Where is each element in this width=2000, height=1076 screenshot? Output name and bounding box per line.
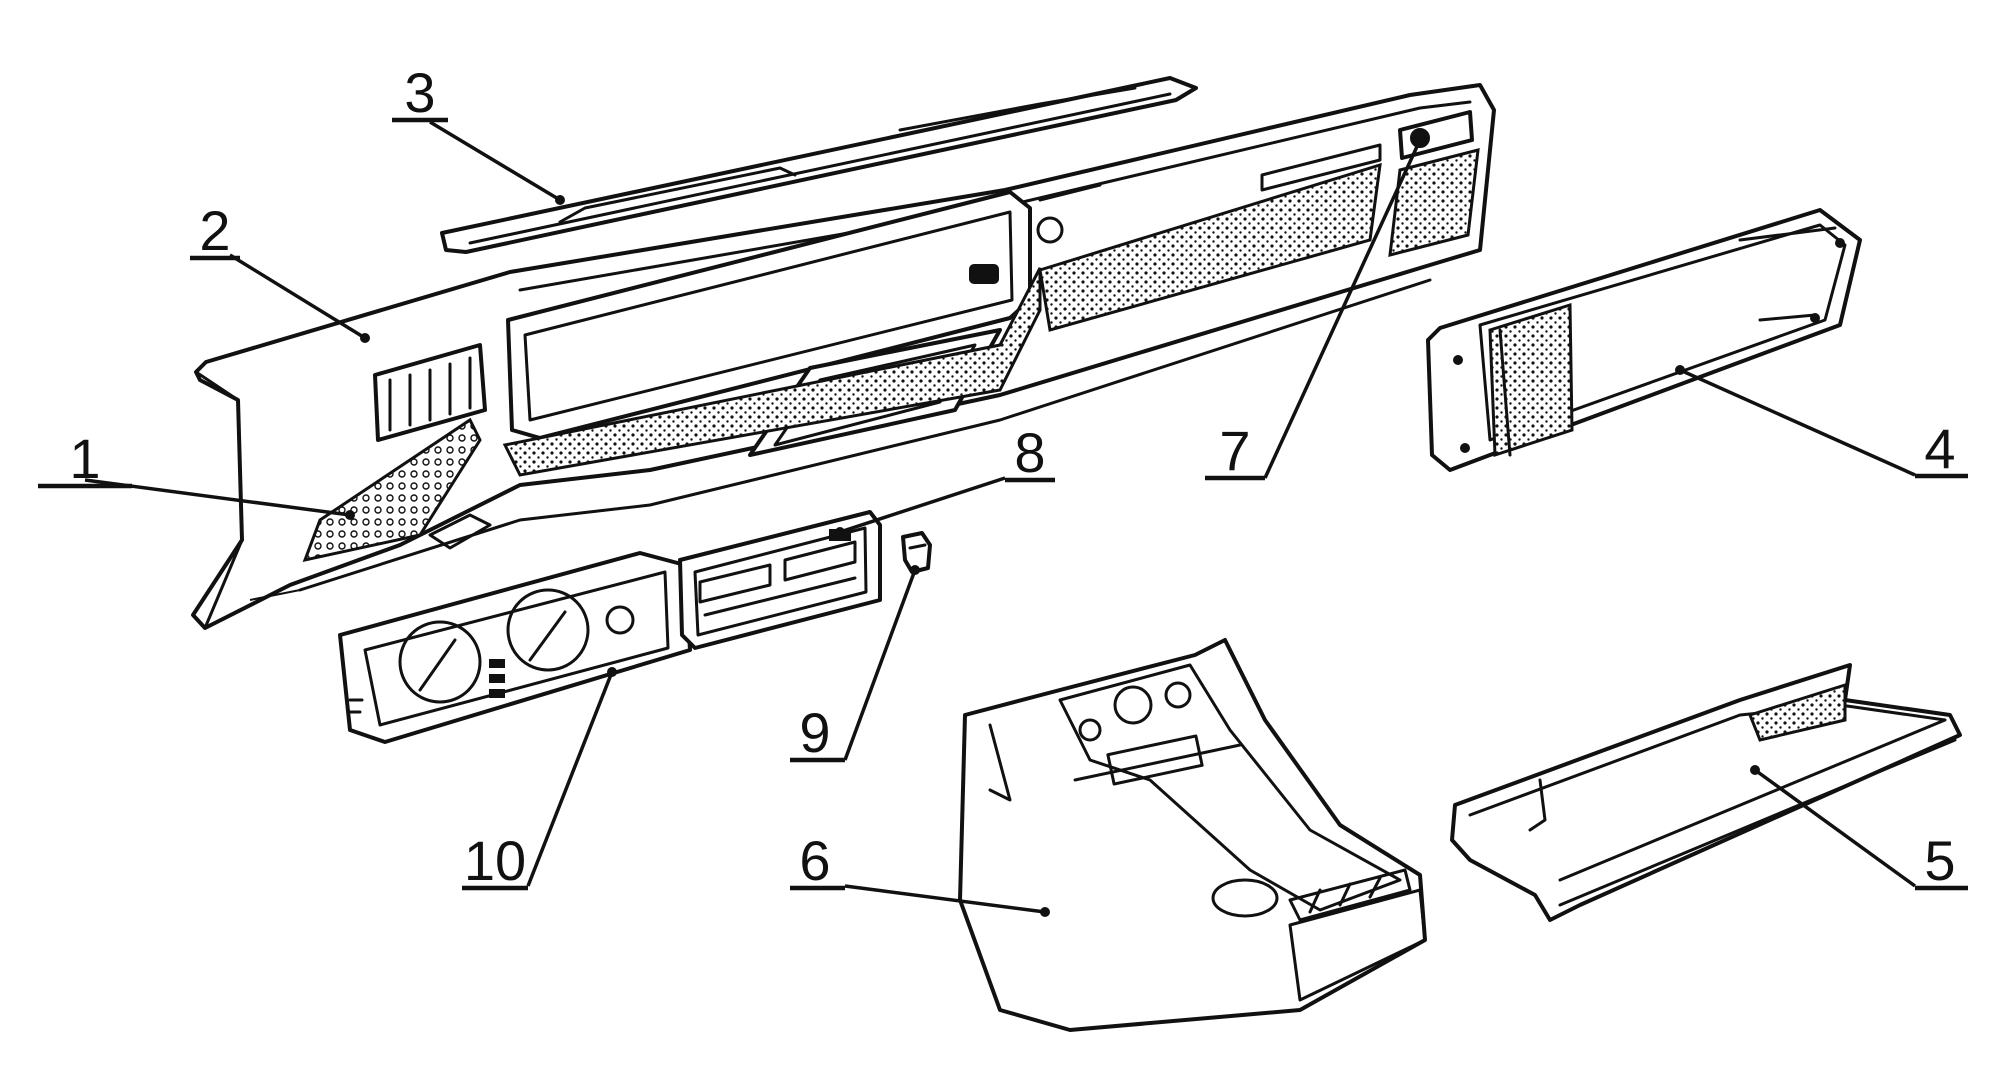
callout-number: 2 — [199, 199, 230, 262]
callout-anchor-dot — [1750, 765, 1760, 775]
part-5-shelf-tray — [1450, 663, 1962, 922]
callout-labels: 1 2 3 4 5 6 7 8 9 10 — [38, 61, 1968, 917]
part-3-top-trim — [440, 76, 1198, 254]
callout-5: 5 — [1750, 765, 1968, 892]
callout-6: 6 — [790, 829, 1050, 917]
callout-anchor-dot — [345, 510, 355, 520]
callout-anchor-dot — [555, 195, 565, 205]
callout-8: 8 — [835, 421, 1055, 537]
callout-1: 1 — [38, 427, 355, 520]
callout-3: 3 — [392, 61, 565, 205]
callout-leader-line — [1753, 768, 1917, 888]
callout-leader-line — [526, 671, 614, 887]
callout-leader-line — [1263, 139, 1422, 479]
callout-number: 1 — [69, 427, 100, 490]
part-2-dashboard-panel — [191, 83, 1496, 630]
callout-9: 9 — [790, 565, 920, 764]
callout-number: 9 — [799, 701, 830, 764]
part-4-glovebox-bin — [1426, 208, 1862, 472]
callout-anchor-dot — [360, 333, 370, 343]
callout-4: 4 — [1675, 365, 1968, 480]
callout-number: 7 — [1219, 419, 1250, 482]
callout-anchor-dot — [1415, 135, 1425, 145]
callout-number: 5 — [1924, 829, 1955, 892]
callout-leader-line — [839, 476, 1006, 534]
callout-leader-line — [1679, 368, 1916, 477]
part-6-center-console — [958, 638, 1427, 1032]
callout-anchor-dot — [607, 667, 617, 677]
part-9-switch — [901, 531, 932, 574]
callout-number: 8 — [1014, 421, 1045, 484]
callout-anchor-dot — [1675, 365, 1685, 375]
callout-anchor-dot — [835, 527, 845, 537]
callout-10: 10 — [462, 667, 617, 892]
callout-leader-line — [229, 253, 366, 340]
callout-number: 6 — [799, 829, 830, 892]
callout-leader-line — [843, 569, 917, 761]
callout-2: 2 — [190, 199, 370, 343]
callout-number: 3 — [404, 61, 435, 124]
callout-number: 4 — [1924, 417, 1955, 480]
callout-anchor-dot — [1040, 907, 1050, 917]
part-8-radio-panel — [678, 510, 882, 650]
callout-leader-line — [844, 884, 1046, 914]
callout-7: 7 — [1205, 135, 1425, 482]
part-10-instrument-cluster — [338, 551, 692, 744]
callout-leader-line — [429, 120, 561, 202]
callout-number: 10 — [464, 829, 526, 892]
callout-anchor-dot — [910, 565, 920, 575]
